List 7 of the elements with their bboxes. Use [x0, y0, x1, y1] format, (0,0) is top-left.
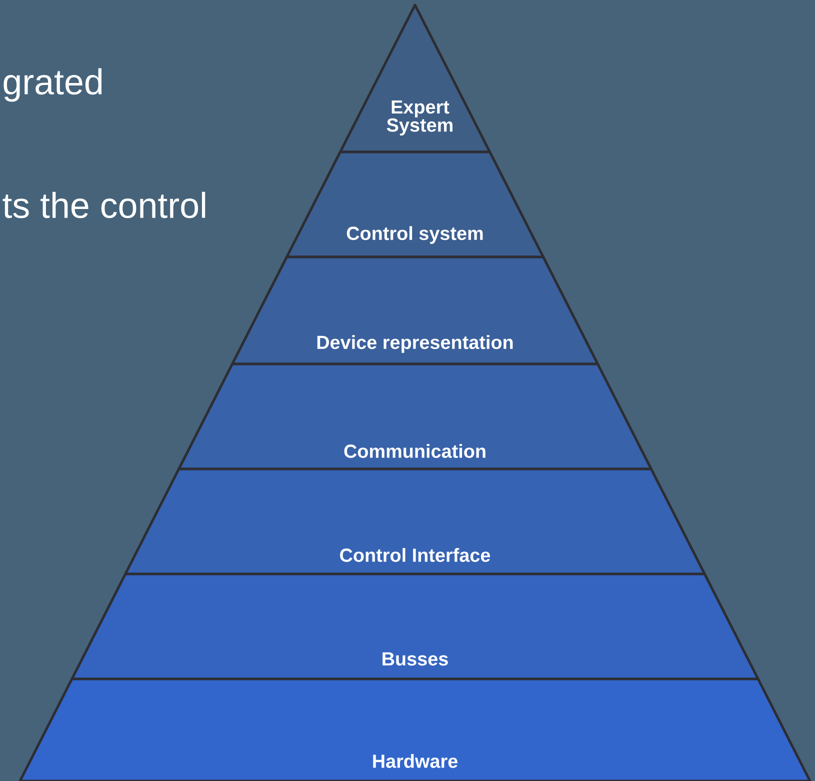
pyramid-layer: Device representation — [231, 256, 599, 366]
slide-text: ts the control — [2, 192, 206, 218]
pyramid-layer: Busses — [70, 572, 760, 680]
pyramid-layer: Hardware — [18, 678, 812, 781]
slide-text: grated — [4, 68, 102, 102]
pyramid-layer: Expert System — [338, 4, 492, 154]
pyramid-layer: Control system — [285, 150, 545, 258]
